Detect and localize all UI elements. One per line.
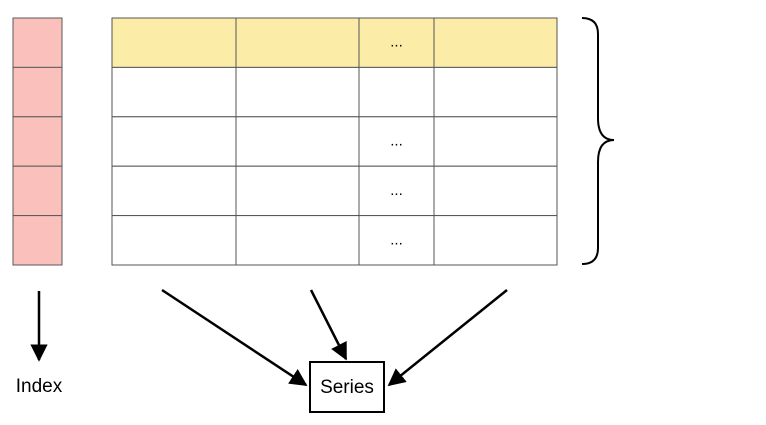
series-arrow-left (161, 288, 308, 387)
series-arrow-middle (309, 289, 348, 361)
table-cell (433, 66, 558, 118)
table-cell (433, 165, 558, 217)
table-header-cell (358, 17, 435, 68)
table-cell (433, 116, 558, 167)
table-cell (235, 116, 360, 167)
table-cell (433, 215, 558, 266)
index-label: Index (16, 376, 63, 397)
index-cell (12, 215, 63, 266)
table-cell (111, 66, 237, 118)
table-cell (235, 215, 360, 266)
table-cell (235, 66, 360, 118)
series-box (309, 361, 385, 413)
table-cell (358, 116, 435, 167)
table-cell (111, 215, 237, 266)
table-header-cell (111, 17, 237, 68)
index-header-cell (12, 17, 63, 68)
row-brace (581, 17, 615, 265)
index-cell (12, 165, 63, 217)
series-arrow-right (387, 289, 508, 387)
table-header-cell (235, 17, 360, 68)
index-column (12, 17, 63, 266)
table-cell (358, 165, 435, 217)
index-cell (12, 116, 63, 167)
index-cell (12, 66, 63, 118)
ellipsis-text: ... (390, 231, 403, 248)
ellipsis-text: ... (390, 133, 403, 150)
ellipsis-text: ... (390, 182, 403, 199)
table-cell (111, 165, 237, 217)
series-label: Series (320, 377, 374, 398)
table-cell (358, 66, 435, 118)
data-table: ............ (111, 17, 558, 266)
table-cell (235, 165, 360, 217)
table-header-cell (433, 17, 558, 68)
ellipsis-text: ... (390, 34, 403, 51)
table-cell (111, 116, 237, 167)
